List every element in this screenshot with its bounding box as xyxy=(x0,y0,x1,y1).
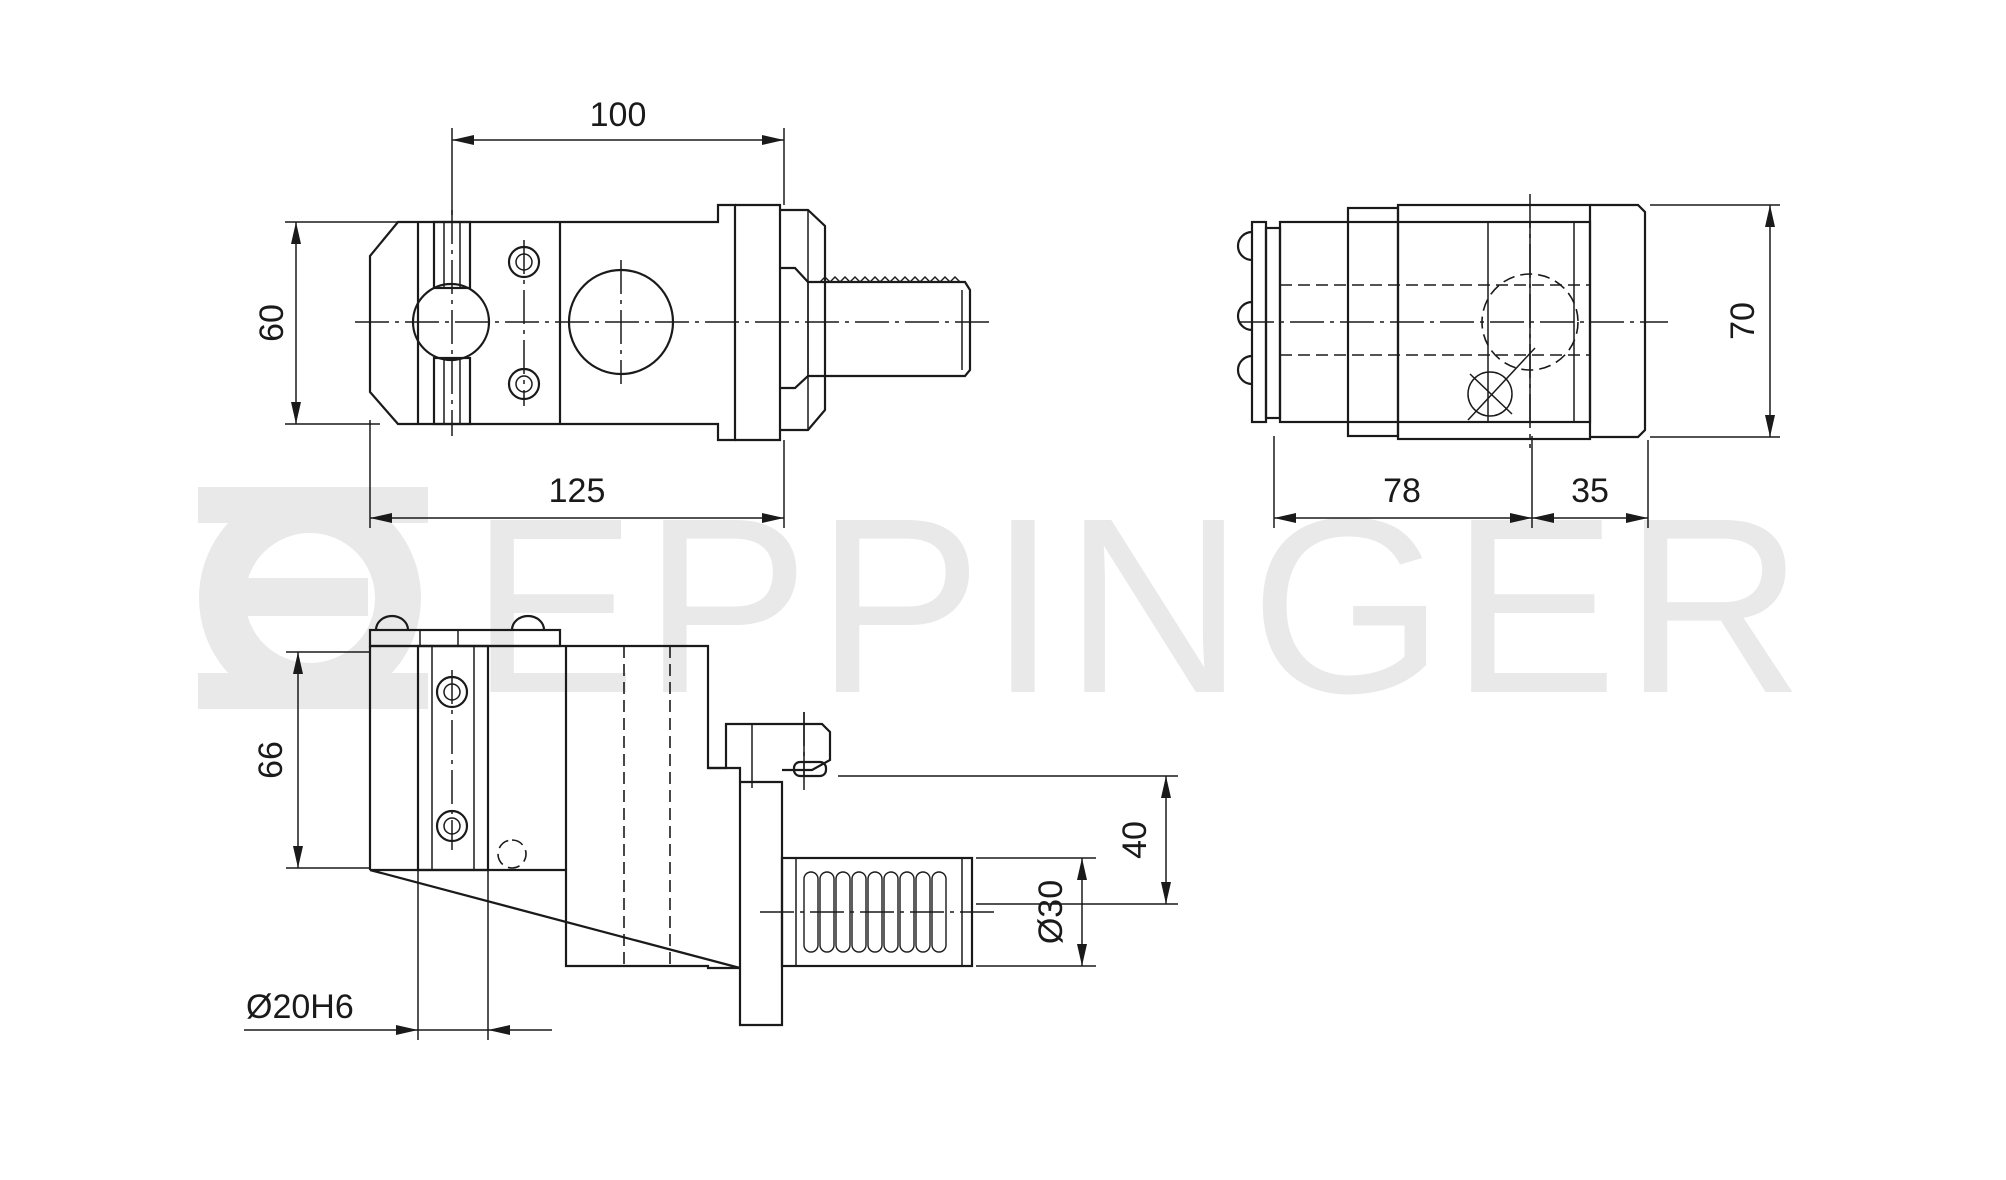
dim-label-100: 100 xyxy=(590,96,647,134)
dim-label-40: 40 xyxy=(1116,821,1154,859)
top-view: 100 60 125 xyxy=(253,96,990,528)
eppinger-logo-icon xyxy=(198,487,428,709)
dim-label-125: 125 xyxy=(549,472,606,510)
dim-label-d20h6: Ø20H6 xyxy=(246,988,354,1026)
watermark-brand-text: EPPINGER xyxy=(470,466,1810,745)
dim-label-70: 70 xyxy=(1724,302,1762,340)
side-view: 70 78 35 xyxy=(1236,194,1780,528)
dim-label-35: 35 xyxy=(1571,472,1609,510)
eppinger-watermark: EPPINGER xyxy=(198,466,1810,745)
front-view: 66 40 Ø30 Ø20H6 xyxy=(244,614,1178,1040)
dim-label-60: 60 xyxy=(253,304,291,342)
dim-label-d30: Ø30 xyxy=(1032,880,1070,944)
dim-label-78: 78 xyxy=(1383,472,1421,510)
dim-label-66: 66 xyxy=(252,741,290,779)
